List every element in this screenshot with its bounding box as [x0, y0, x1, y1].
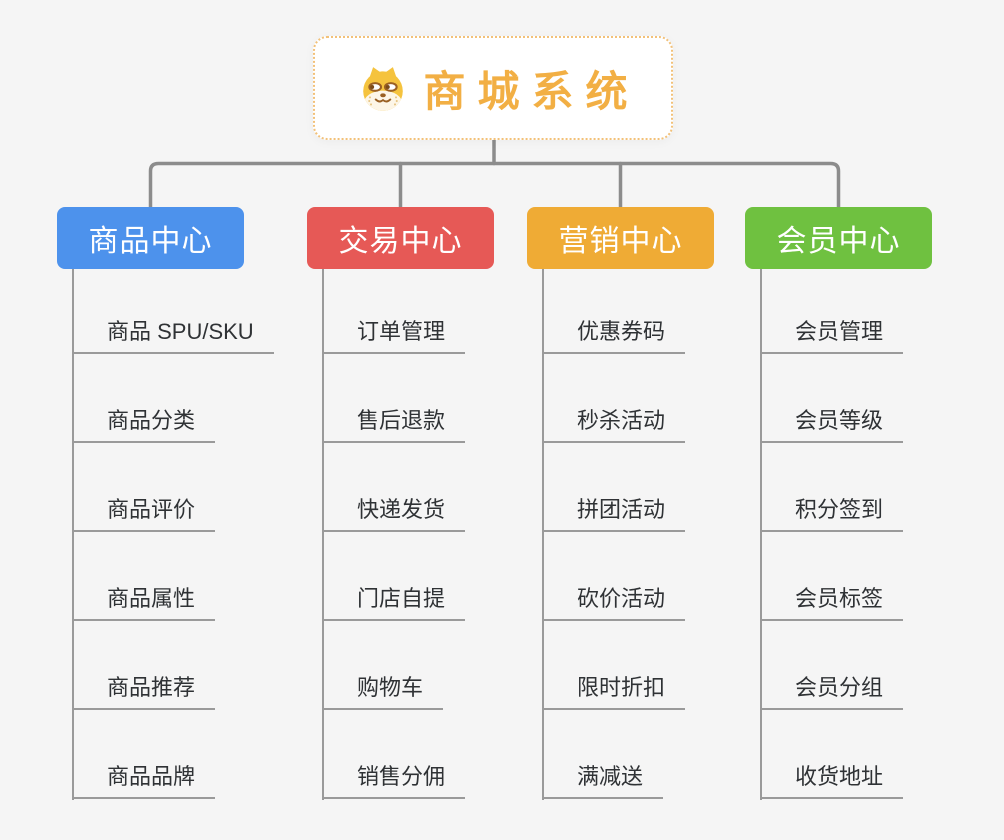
branch-bus-line: [148, 161, 841, 209]
branch-node-members[interactable]: 会员中心: [745, 207, 932, 269]
branch-node-products[interactable]: 商品中心: [57, 207, 244, 269]
branch-column-trade: 订单管理 售后退款 快递发货 门店自提 购物车 销售分佣: [322, 269, 554, 800]
topic-node[interactable]: 快递发货: [324, 486, 466, 532]
branch-node-marketing[interactable]: 营销中心: [527, 207, 714, 269]
topic-node[interactable]: 购物车: [324, 664, 444, 710]
topic-node[interactable]: 会员等级: [762, 397, 904, 443]
topic-node[interactable]: 会员管理: [762, 308, 904, 354]
branch-column-products: 商品 SPU/SKU 商品分类 商品评价 商品属性 商品推荐 商品品牌: [72, 269, 304, 800]
root-topic-title: 商城系统: [423, 67, 640, 115]
topic-node[interactable]: 售后退款: [324, 397, 466, 443]
topic-node[interactable]: 会员标签: [762, 575, 904, 621]
topic-node[interactable]: 销售分佣: [324, 753, 466, 799]
topic-node[interactable]: 拼团活动: [544, 486, 686, 532]
topic-node[interactable]: 限时折扣: [544, 664, 686, 710]
topic-node[interactable]: 商品分类: [74, 397, 216, 443]
topic-node[interactable]: 秒杀活动: [544, 397, 686, 443]
topic-node[interactable]: 商品评价: [74, 486, 216, 532]
topic-node[interactable]: 商品品牌: [74, 753, 216, 799]
topic-node[interactable]: 商品 SPU/SKU: [74, 308, 274, 354]
topic-node[interactable]: 门店自提: [324, 575, 466, 621]
topic-node[interactable]: 订单管理: [324, 308, 466, 354]
topic-node[interactable]: 商品属性: [74, 575, 216, 621]
topic-node[interactable]: 积分签到: [762, 486, 904, 532]
topic-node[interactable]: 商品推荐: [74, 664, 216, 710]
branch-column-members: 会员管理 会员等级 积分签到 会员标签 会员分组 收货地址: [760, 269, 992, 800]
topic-node[interactable]: 收货地址: [762, 753, 904, 799]
branch-node-trade[interactable]: 交易中心: [307, 207, 494, 269]
branch-column-marketing: 优惠券码 秒杀活动 拼团活动 砍价活动 限时折扣 满减送: [542, 269, 774, 800]
topic-node[interactable]: 砍价活动: [544, 575, 686, 621]
dog-face-icon: [363, 67, 404, 111]
root-topic-node[interactable]: 商城系统: [313, 36, 673, 140]
topic-node[interactable]: 优惠券码: [544, 308, 686, 354]
topic-node[interactable]: 满减送: [544, 753, 664, 799]
topic-node[interactable]: 会员分组: [762, 664, 904, 710]
